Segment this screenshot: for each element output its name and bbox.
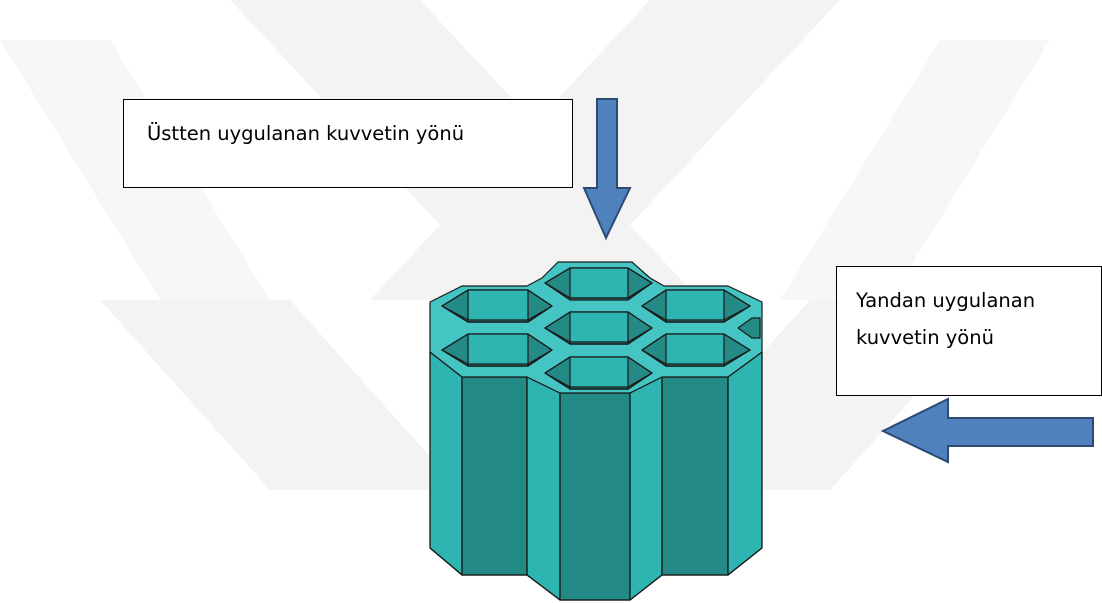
side-force-label: Yandan uygulanan kuvvetin yönü <box>856 289 1036 349</box>
arrow-down-icon <box>582 98 632 241</box>
outer-wall-right-inner <box>629 376 663 601</box>
outer-wall-left-inner <box>526 376 561 601</box>
top-force-label-box: Üstten uygulanan kuvvetin yönü <box>123 99 573 188</box>
side-force-label-box: Yandan uygulanan kuvvetin yönü <box>836 266 1102 396</box>
top-force-label: Üstten uygulanan kuvvetin yönü <box>147 122 465 145</box>
outer-wall-left <box>429 351 463 576</box>
hex-cell-edge-right <box>737 317 761 339</box>
outer-wall-left-center <box>461 376 528 576</box>
honeycomb-structure <box>429 261 763 601</box>
arrow-left-icon <box>880 397 1094 464</box>
outer-wall-front <box>559 392 631 601</box>
outer-wall-right-center <box>661 376 729 576</box>
outer-wall-right <box>727 351 763 576</box>
